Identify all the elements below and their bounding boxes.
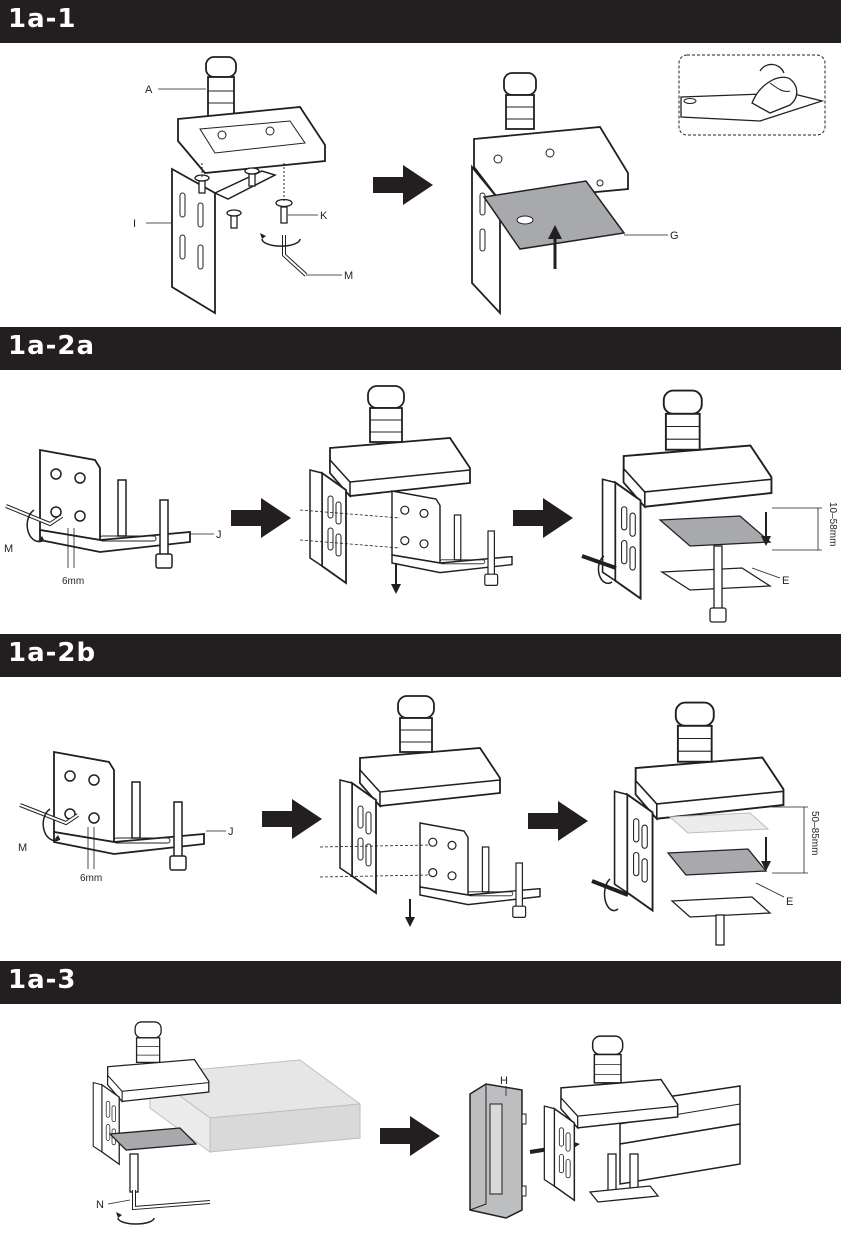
step-arrow-icon <box>513 498 573 538</box>
hex-size-label: 6mm <box>80 873 102 884</box>
down-arrow-icon <box>761 837 771 871</box>
step-arrow-icon <box>380 1116 440 1156</box>
clamp-assembled-diagram <box>613 701 785 912</box>
clamp-body-diagram <box>309 385 471 584</box>
down-arrow-icon <box>405 899 415 927</box>
up-arrow-icon <box>548 225 562 269</box>
section-title: 1a-3 <box>8 965 77 995</box>
label-e: E <box>782 575 789 587</box>
label-h: H <box>500 1075 508 1087</box>
step-arrow-icon <box>262 799 322 839</box>
step-arrow-icon <box>528 801 588 841</box>
label-i: I <box>133 218 136 230</box>
height-range-label: 50–85mm <box>809 811 820 855</box>
section-title: 1a-1 <box>8 4 77 34</box>
cover-h-diagram <box>469 1083 527 1219</box>
rotate-icon <box>603 878 619 912</box>
bracket-j-attach <box>391 490 513 587</box>
label-m: M <box>18 842 27 854</box>
label-n: N <box>96 1199 104 1211</box>
assembled-clamp-diagram <box>471 72 629 316</box>
rotate-icon <box>116 1212 155 1225</box>
section-1a-3-illustration: N H <box>0 1004 841 1237</box>
section-1a-2b-illustration: 6mm M J 50–85mm <box>0 677 841 961</box>
section-header-1a-2b: 1a-2b <box>0 634 841 677</box>
bracket-j-attach <box>419 822 541 919</box>
down-arrow-icon <box>761 512 771 546</box>
label-k: K <box>320 210 328 222</box>
step-arrow-icon <box>231 498 291 538</box>
down-arrow-icon <box>391 564 401 594</box>
section-title: 1a-2b <box>8 638 97 668</box>
rotate-icon <box>260 233 301 247</box>
peel-film-inset <box>678 54 826 136</box>
section-title: 1a-2a <box>8 331 96 361</box>
section-1a-1-illustration: A I K M <box>0 43 841 327</box>
rotate-icon <box>597 555 613 585</box>
section-header-1a-2a: 1a-2a <box>0 327 841 370</box>
rotate-icon <box>26 509 45 543</box>
exploded-clamp-diagram <box>171 56 326 315</box>
section-1a-2a-illustration: 6mm M J 10–58mm <box>0 370 841 634</box>
bracket-j-diagram <box>39 449 191 569</box>
label-m: M <box>344 270 353 282</box>
label-j: J <box>228 826 234 838</box>
label-a: A <box>145 84 153 96</box>
height-range-label: 10–58mm <box>827 502 838 546</box>
label-e: E <box>786 896 793 908</box>
label-m: M <box>4 543 13 555</box>
label-j: J <box>216 529 222 541</box>
rotate-icon <box>42 808 61 842</box>
bracket-j-diagram <box>53 751 205 871</box>
clamp-assembled-diagram <box>601 389 773 600</box>
section-header-1a-3: 1a-3 <box>0 961 841 1004</box>
label-g: G <box>670 230 679 242</box>
step-arrow-icon <box>373 165 433 205</box>
section-header-1a-1: 1a-1 <box>0 0 841 43</box>
hex-size-label: 6mm <box>62 576 84 587</box>
